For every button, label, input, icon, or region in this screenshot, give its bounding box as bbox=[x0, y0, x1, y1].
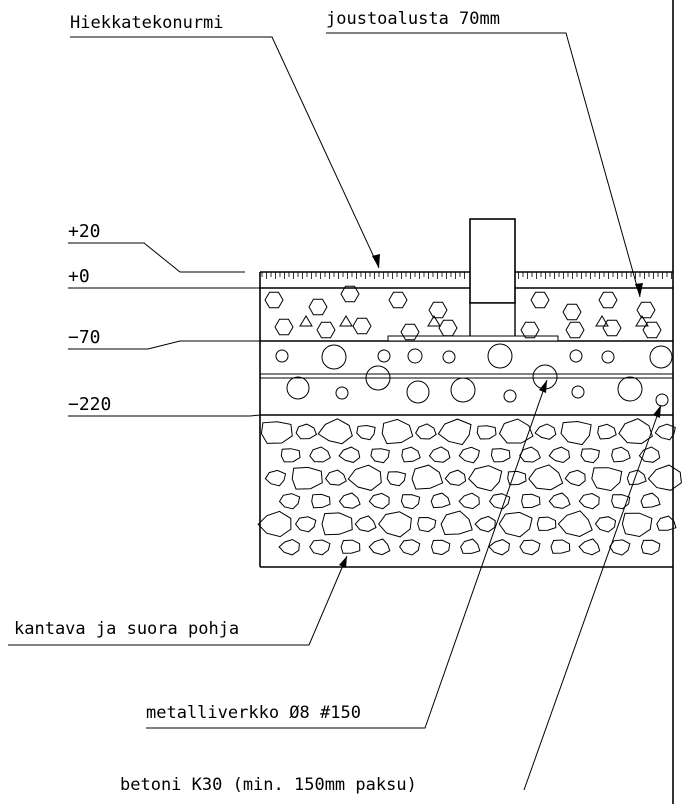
level-minus220-text: −220 bbox=[68, 394, 111, 415]
concrete-layer-hatch bbox=[275, 343, 673, 407]
level-mark-minus220: −220 bbox=[68, 394, 261, 417]
level-mark-minus70: −70 bbox=[68, 327, 260, 350]
level-minus70-text: −70 bbox=[68, 327, 101, 348]
label-joustoalusta: joustoalusta 70mm bbox=[326, 9, 500, 29]
label-metalliverkko: metalliverkko Ø8 #150 bbox=[146, 703, 361, 723]
level-zero-text: +0 bbox=[68, 266, 90, 287]
label-kantava: kantava ja suora pohja bbox=[14, 619, 239, 639]
post bbox=[387, 218, 559, 342]
label-betoni: betoni K30 (min. 150mm paksu) bbox=[120, 775, 417, 795]
leader-base: kantava ja suora pohja bbox=[8, 555, 348, 646]
level-mark-plus20: +20 bbox=[68, 221, 245, 273]
leader-mesh: metalliverkko Ø8 #150 bbox=[146, 379, 548, 729]
level-mark-zero: +0 bbox=[68, 266, 260, 289]
leader-concrete: betoni K30 (min. 150mm paksu) bbox=[120, 404, 662, 795]
elastic-layer-hatch bbox=[264, 285, 662, 341]
leader-top-left: Hiekkatekonurmi bbox=[70, 13, 380, 269]
turf-layer-hatch bbox=[261, 272, 672, 279]
leader-top-right: joustoalusta 70mm bbox=[326, 9, 643, 298]
level-plus20-text: +20 bbox=[68, 221, 101, 242]
gravel-base-hatch bbox=[257, 418, 682, 556]
label-hiekkatekonurmi: Hiekkatekonurmi bbox=[70, 13, 224, 33]
